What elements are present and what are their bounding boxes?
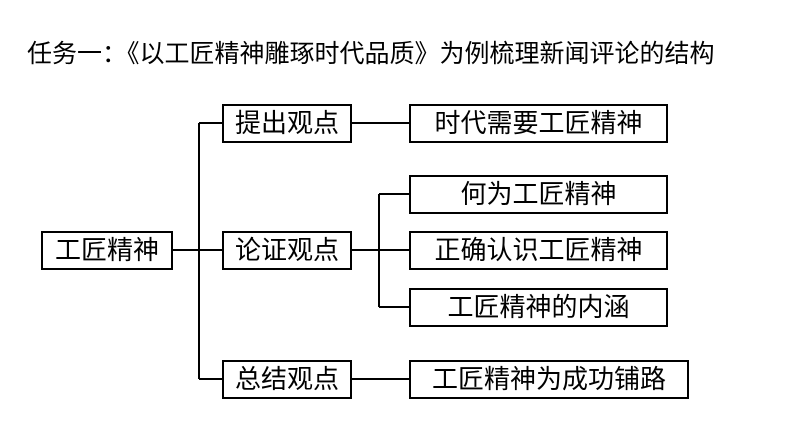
branch-node-propose: 提出观点 (222, 104, 352, 143)
branch-node-argue: 论证观点 (222, 231, 352, 270)
root-node: 工匠精神 (41, 231, 173, 270)
leaf-node: 工匠精神的内涵 (409, 288, 668, 327)
leaf-node: 工匠精神为成功铺路 (409, 360, 689, 399)
leaf-node: 何为工匠精神 (409, 175, 668, 214)
leaf-node: 正确认识工匠精神 (409, 231, 668, 270)
leaf-node: 时代需要工匠精神 (409, 104, 668, 143)
branch-node-conclude: 总结观点 (222, 360, 352, 399)
page-title: 任务一：《以工匠精神雕琢时代品质》为例梳理新闻评论的结构 (27, 39, 715, 68)
